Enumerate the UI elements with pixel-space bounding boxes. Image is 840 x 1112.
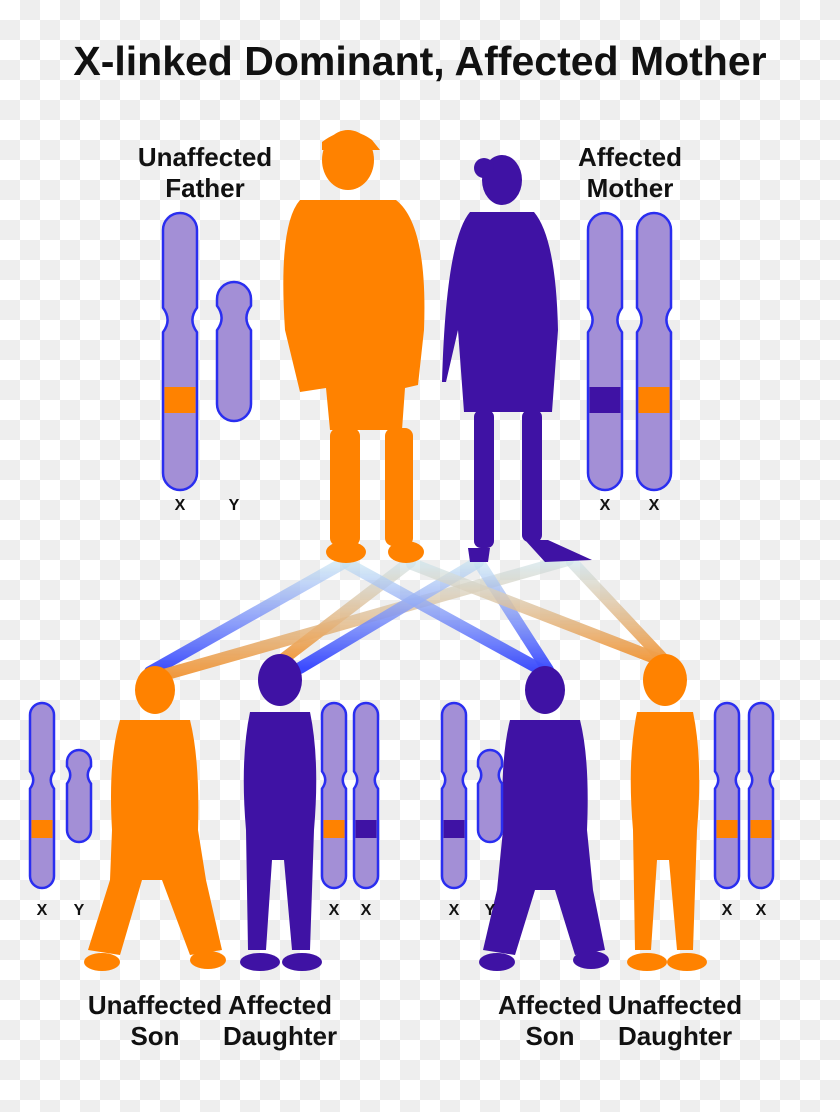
chromosome-body bbox=[586, 211, 624, 492]
line-father-to-daughter2 bbox=[406, 558, 666, 666]
inheritance-lines bbox=[144, 554, 670, 682]
daughter2-silhouette bbox=[627, 654, 707, 971]
chromosome-label: X bbox=[755, 902, 767, 919]
son1-y-chromosome bbox=[65, 748, 93, 844]
chromosome-label: X bbox=[174, 497, 186, 514]
chromosome-body bbox=[440, 701, 468, 890]
chromosome-body bbox=[65, 748, 93, 844]
father-y-chromosome bbox=[215, 280, 253, 423]
chromosome-label: Y bbox=[73, 902, 85, 919]
chromosome-body bbox=[713, 701, 741, 890]
daughter2-x-chromosome-2 bbox=[747, 701, 775, 890]
son1-silhouette bbox=[84, 666, 226, 971]
allele-band bbox=[31, 820, 53, 838]
son1-x-chromosome bbox=[28, 701, 56, 890]
line-mother-to-son2 bbox=[474, 558, 554, 676]
daughter1-silhouette bbox=[240, 654, 322, 971]
son2-x-chromosome bbox=[440, 701, 468, 890]
allele-band bbox=[355, 820, 377, 838]
chromosome-label: X bbox=[599, 497, 611, 514]
chromosome-label: Y bbox=[484, 902, 496, 919]
line-father-to-son1 bbox=[144, 556, 351, 678]
father-x-chromosome bbox=[161, 211, 199, 492]
chromosome-body bbox=[161, 211, 199, 492]
son2-silhouette bbox=[479, 666, 609, 971]
chromosomes bbox=[28, 211, 775, 890]
chromosome-body bbox=[28, 701, 56, 890]
chromosome-label: Y bbox=[228, 497, 240, 514]
chromosome-label: X bbox=[448, 902, 460, 919]
line-father-to-son2 bbox=[342, 558, 551, 678]
mother-silhouette bbox=[442, 155, 592, 562]
chromosome-body bbox=[635, 211, 673, 492]
allele-band bbox=[716, 820, 738, 838]
mother-x-chromosome-2 bbox=[635, 211, 673, 492]
allele-band bbox=[443, 820, 465, 838]
allele-band bbox=[638, 387, 670, 413]
chromosome-label: X bbox=[721, 902, 733, 919]
allele-band bbox=[164, 387, 196, 413]
chromosome-label: X bbox=[360, 902, 372, 919]
chromosome-label: X bbox=[328, 902, 340, 919]
line-mother-to-daughter2 bbox=[566, 556, 670, 666]
allele-band bbox=[323, 820, 345, 838]
chromosome-body bbox=[352, 701, 380, 890]
mother-x-chromosome-1 bbox=[586, 211, 624, 492]
line-father-to-daughter1 bbox=[276, 556, 416, 666]
chromosome-body bbox=[215, 280, 253, 423]
chromosome-body bbox=[476, 748, 504, 844]
diagram-title: X-linked Dominant, Affected Mother bbox=[73, 38, 767, 84]
son2-y-chromosome bbox=[476, 748, 504, 844]
chromosome-label: X bbox=[36, 902, 48, 919]
line-mother-to-son1 bbox=[154, 554, 574, 682]
chromosome-body bbox=[320, 701, 348, 890]
allele-band bbox=[589, 387, 621, 413]
daughter2-x-chromosome-1 bbox=[713, 701, 741, 890]
chromosome-label: X bbox=[648, 497, 660, 514]
chromosome-body bbox=[747, 701, 775, 890]
allele-band bbox=[750, 820, 772, 838]
father-silhouette bbox=[283, 130, 425, 563]
daughter1-x-chromosome-2 bbox=[352, 701, 380, 890]
daughter1-x-chromosome-1 bbox=[320, 701, 348, 890]
